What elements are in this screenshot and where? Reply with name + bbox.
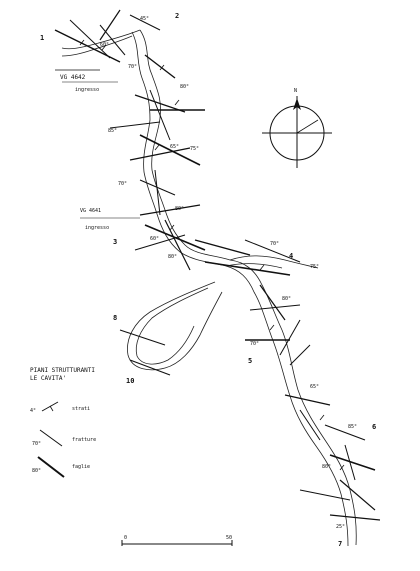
section-label-6: 6: [372, 423, 376, 431]
dip-label: 70°: [118, 181, 127, 187]
cave-passage-outline: [61, 29, 357, 547]
north-arrow-icon: [293, 98, 301, 110]
section-label-5: 5: [248, 357, 252, 365]
dip-label: 60°: [150, 236, 159, 242]
dip-label: 85°: [348, 424, 357, 430]
compass-north-label: N: [294, 88, 297, 94]
legend-fratture-label: fratture: [72, 437, 96, 443]
dip-label: 70°: [270, 241, 279, 247]
entrance-upper-label: ingresso: [75, 87, 99, 93]
scale-bar: 0 50: [121, 535, 233, 546]
dip-label: 75°: [190, 146, 199, 152]
section-label-3: 3: [113, 238, 117, 246]
dip-label: 80°: [180, 84, 189, 90]
structural-lines: [54, 9, 381, 521]
section-labels: 1 2 3 4 5 6 7 8 10: [40, 12, 376, 548]
scale-bar-end: 50: [226, 535, 232, 541]
dip-label: 70°: [250, 341, 259, 347]
legend-faglie-label: faglie: [72, 464, 90, 470]
entrance-upper: VG 4642 ingresso: [55, 69, 118, 93]
dip-label: 80°: [322, 464, 331, 470]
legend-title-line1: PIANI STRUTTURANTI: [30, 367, 95, 374]
dip-label: 75°: [310, 264, 319, 270]
dip-label: 85°: [108, 128, 117, 134]
dip-labels: 45° 60° 70° 80° 85° 65° 75° 70° 80° 60° …: [100, 16, 357, 530]
legend-item-strati: 4° strati: [30, 401, 90, 414]
entrance-upper-code: VG 4642: [60, 74, 86, 81]
dip-label: 25°: [336, 524, 345, 530]
entrance-lower-code: VG 4641: [80, 208, 101, 214]
scale-bar-start: 0: [124, 535, 127, 541]
section-label-8: 8: [113, 314, 117, 322]
dip-label: 80°: [175, 206, 184, 212]
legend-title-line2: LE CAVITA': [30, 375, 66, 382]
dip-label: 80°: [168, 254, 177, 260]
legend-item-faglie: 80° faglie: [32, 456, 90, 478]
legend-faglie-angle: 80°: [32, 468, 41, 474]
legend-strati-angle: 4°: [30, 408, 36, 414]
section-label-4: 4: [289, 252, 293, 260]
legend-item-fratture: 70° fratture: [32, 429, 96, 447]
dip-label: 65°: [310, 384, 319, 390]
legend-fratture-angle: 70°: [32, 441, 41, 447]
dip-label: 80°: [282, 296, 291, 302]
compass-rose: N: [262, 88, 332, 168]
section-label-1: 1: [40, 34, 44, 42]
section-label-7: 7: [338, 540, 342, 548]
dip-ticks: [79, 39, 345, 471]
legend-strati-label: strati: [72, 406, 90, 412]
dip-label: 65°: [170, 144, 179, 150]
section-label-10: 10: [126, 377, 134, 385]
section-label-2: 2: [175, 12, 179, 20]
legend: PIANI STRUTTURANTI LE CAVITA' 4° strati …: [30, 367, 96, 478]
dip-label: 45°: [140, 16, 149, 22]
dip-label: 60°: [100, 42, 109, 48]
entrance-lower-label: ingresso: [85, 225, 109, 231]
dip-label: 70°: [128, 64, 137, 70]
entrance-lower: VG 4641 ingresso: [80, 208, 140, 231]
